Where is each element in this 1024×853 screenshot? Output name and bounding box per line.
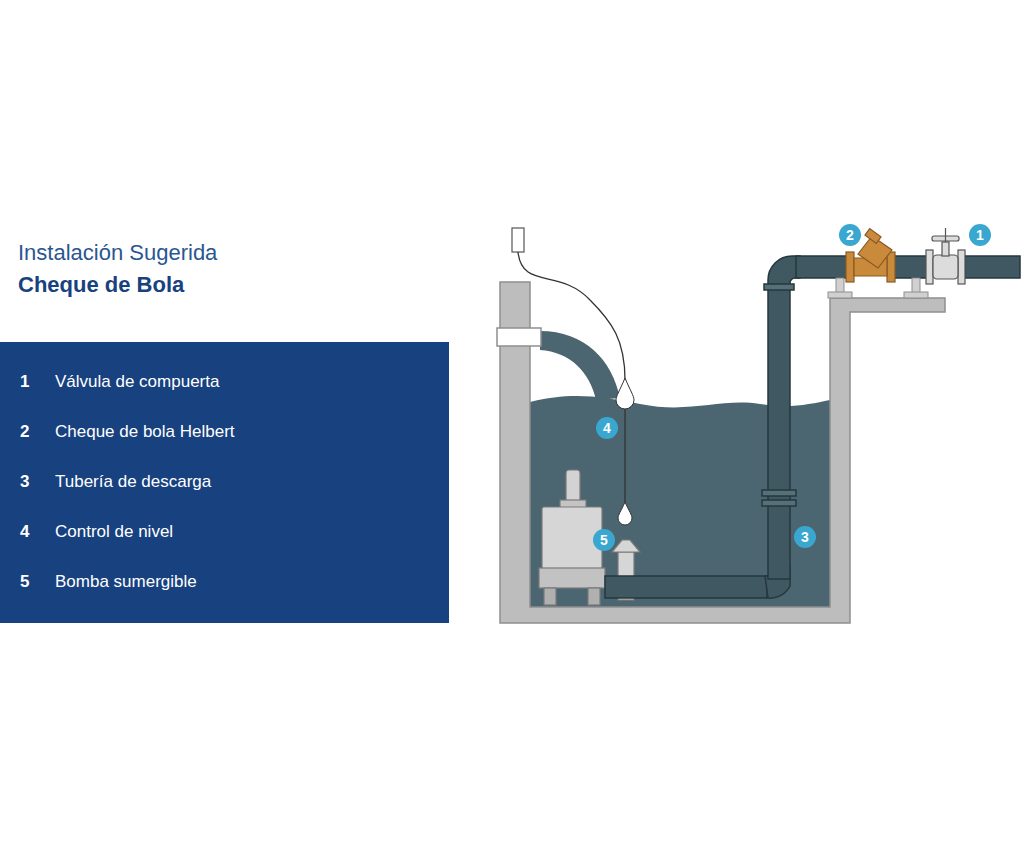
part-name: Bomba sumergible <box>55 572 197 592</box>
callout-number: 3 <box>794 526 816 548</box>
part-name: Control de nivel <box>55 522 173 542</box>
discharge-pipe <box>605 256 1020 598</box>
callout-number: 5 <box>593 529 615 551</box>
legend-panel: 1 Válvula de compuerta 2 Cheque de bola Hel… <box>0 342 449 623</box>
subtitle: Cheque de Bola <box>18 272 184 298</box>
list-number: 2 <box>20 422 29 442</box>
float-cord <box>518 252 625 510</box>
part-name: Válvula de compuerta <box>55 372 219 392</box>
gate-valve <box>926 228 965 284</box>
callout-number: 4 <box>596 417 618 439</box>
splash <box>564 384 613 403</box>
outlet-box <box>512 228 524 252</box>
part-name: Tubería de descarga <box>55 472 211 492</box>
float-weight <box>618 502 632 525</box>
pipe-support <box>828 278 928 298</box>
callout-number: 1 <box>969 224 991 246</box>
inlet-pipe <box>497 328 541 346</box>
list-number: 1 <box>20 372 29 392</box>
pit-wall <box>500 282 945 623</box>
list-number: 5 <box>20 572 29 592</box>
part-name: Cheque de bola Helbert <box>55 422 235 442</box>
list-number: 3 <box>20 472 29 492</box>
title: Instalación Sugerida <box>18 240 217 266</box>
inlet-stream <box>540 331 620 400</box>
callout-number: 2 <box>839 224 861 246</box>
list-number: 4 <box>20 522 29 542</box>
float-switch <box>616 378 634 409</box>
